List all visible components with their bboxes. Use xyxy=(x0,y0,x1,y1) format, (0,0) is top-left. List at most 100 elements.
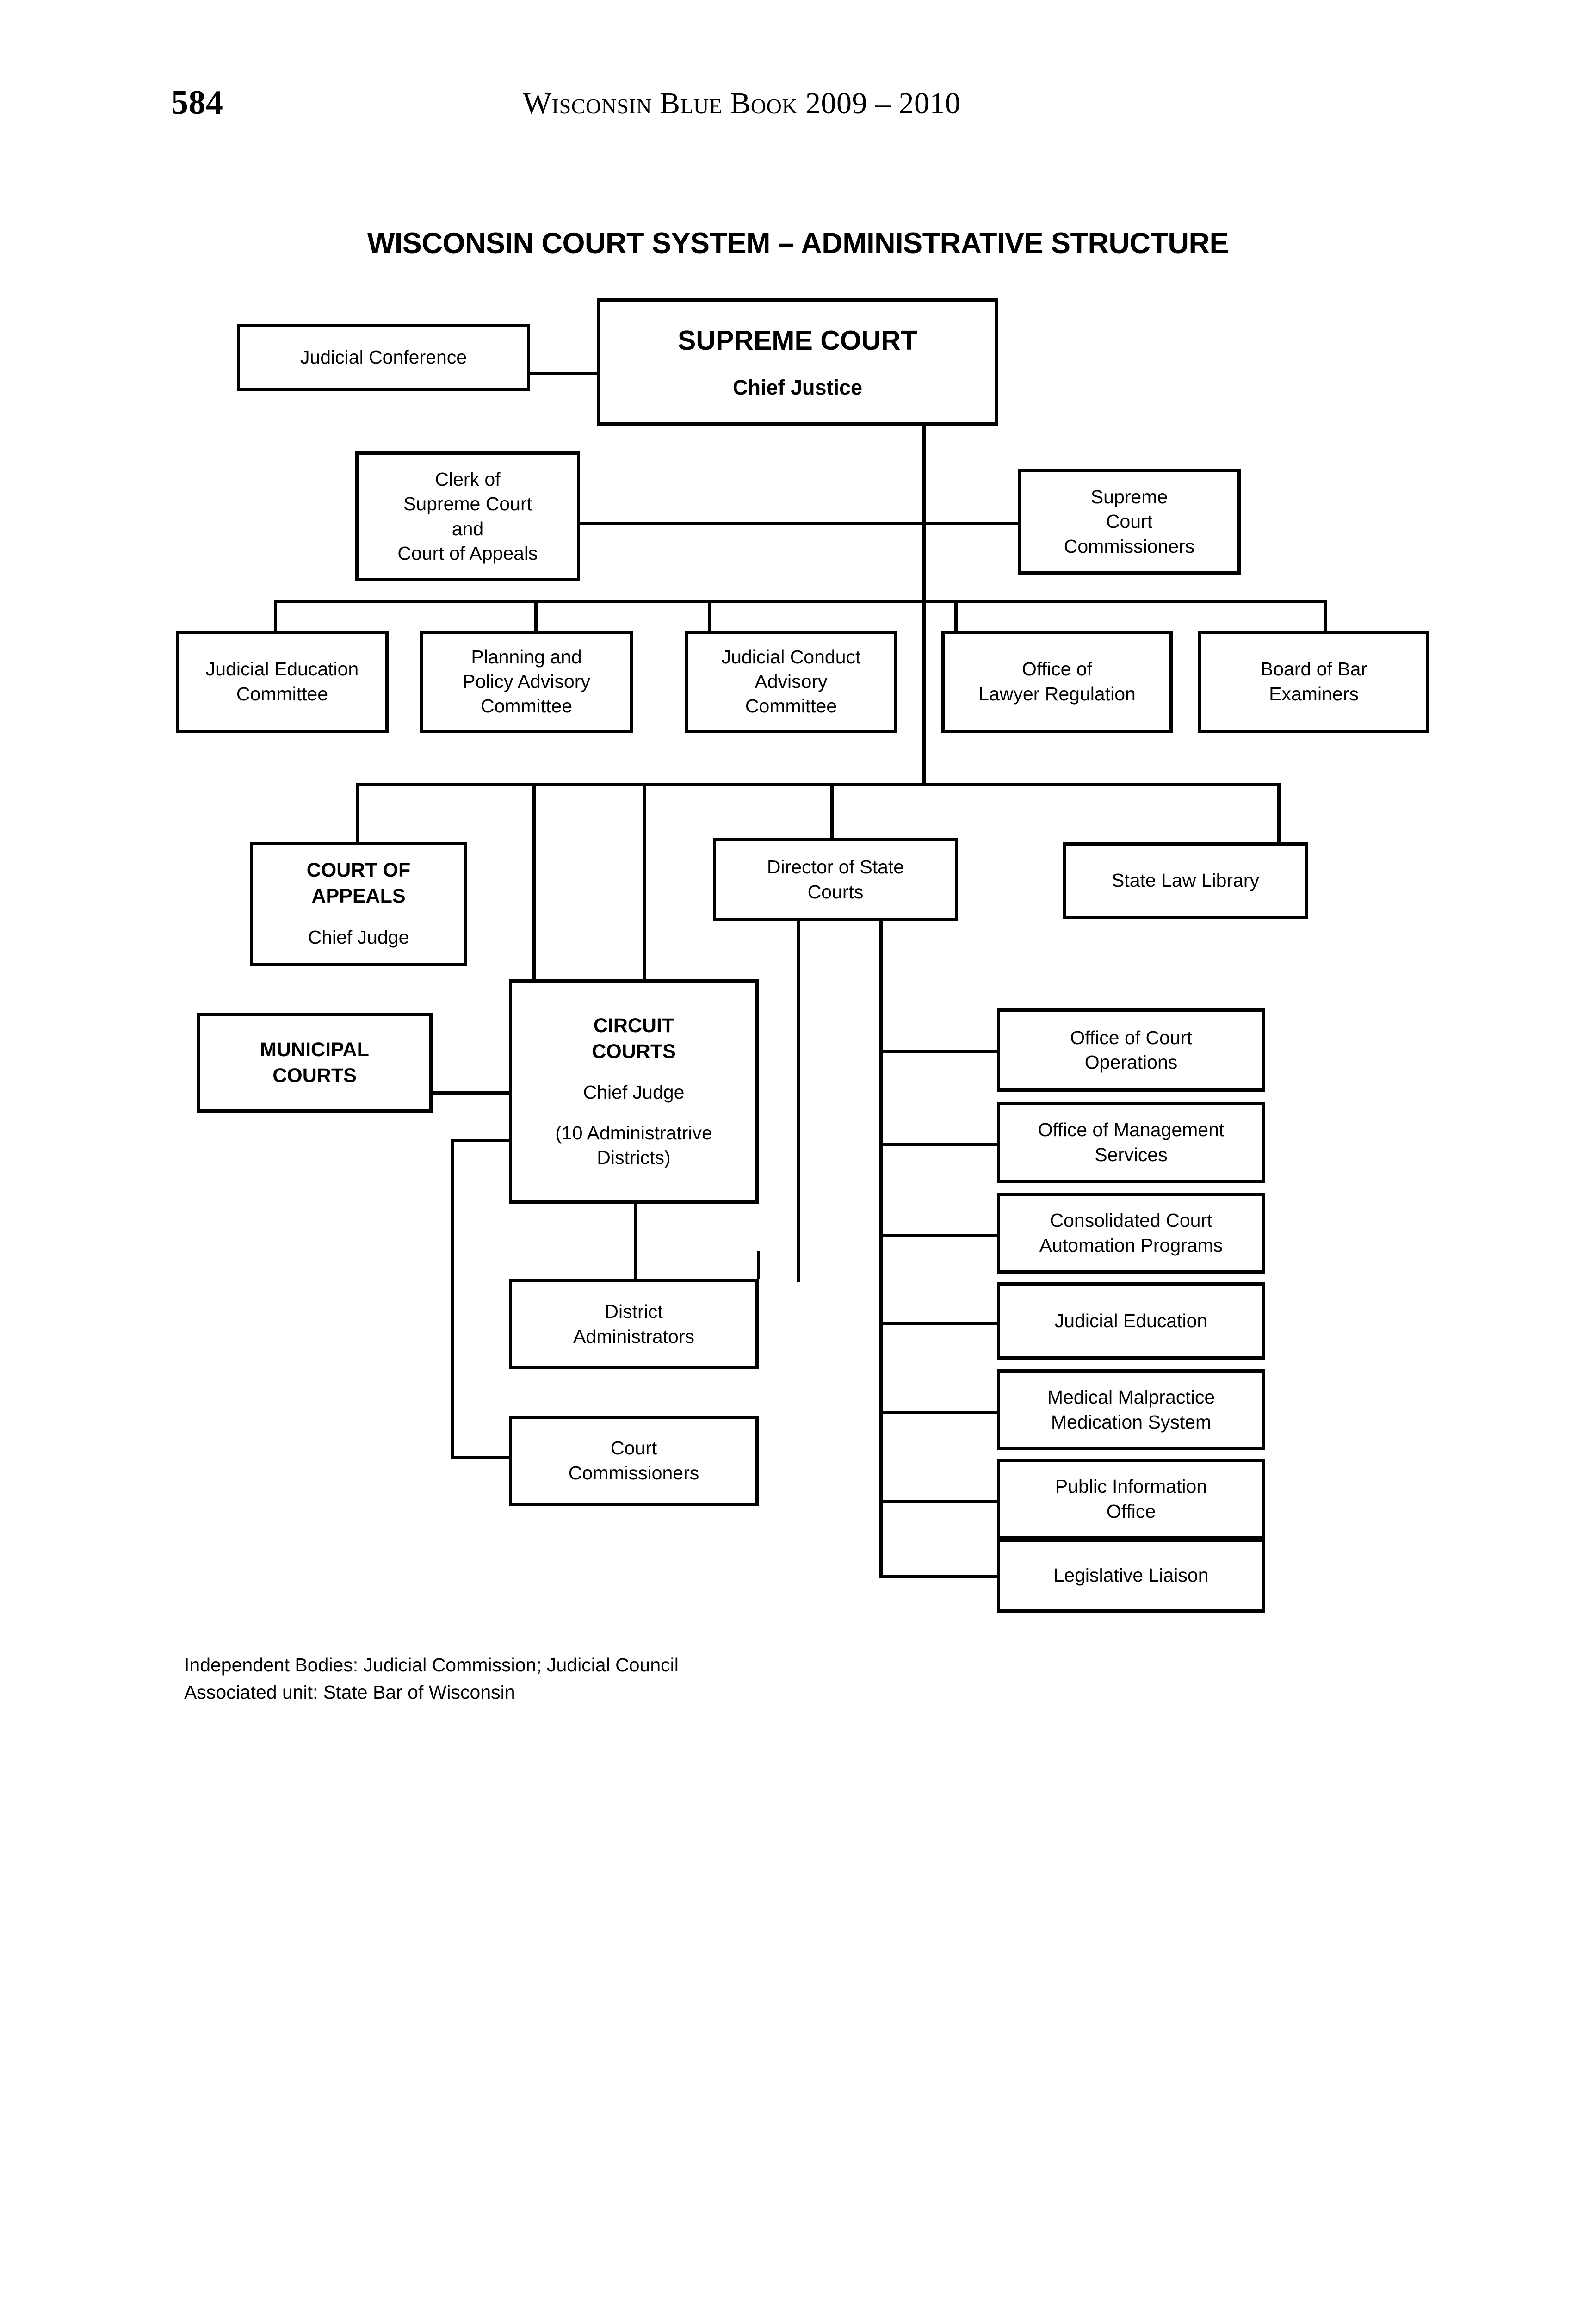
jec-line-1: Judicial Education xyxy=(205,658,359,680)
box-judicial-education[interactable]: Judicial Education xyxy=(997,1282,1265,1360)
connector-stub-medical-malpractice xyxy=(879,1411,997,1414)
chart-title: WISCONSIN COURT SYSTEM – ADMINISTRATIVE … xyxy=(367,227,1229,260)
circuit-line-1: CIRCUIT xyxy=(593,1014,674,1037)
connector-drop-appeals-right xyxy=(643,783,646,1095)
box-municipal-courts[interactable]: MUNICIPAL COURTS xyxy=(197,1013,433,1113)
coa-line-1: COURT OF xyxy=(306,859,411,882)
connector-director-to-district-admins xyxy=(797,921,800,1282)
box-planning-policy-committee[interactable]: Planning and Policy Advisory Committee xyxy=(420,631,633,733)
jcc-line-3: Committee xyxy=(745,695,837,717)
box-office-of-court-operations[interactable]: Office of Court Operations xyxy=(997,1008,1265,1092)
box-consolidated-court-automation[interactable]: Consolidated Court Automation Programs xyxy=(997,1193,1265,1274)
running-head: Wisconsin Blue Book 2009 – 2010 xyxy=(523,87,961,120)
circuit-line-2: COURTS xyxy=(592,1040,676,1063)
box-office-of-management-services[interactable]: Office of Management Services xyxy=(997,1102,1265,1183)
box-clerk-supreme-court-appeals[interactable]: Clerk of Supreme Court and Court of Appe… xyxy=(355,451,580,581)
box-board-of-bar-examiners[interactable]: Board of Bar Examiners xyxy=(1198,631,1429,733)
connector-drop-state-law-library xyxy=(1277,783,1281,842)
municipal-line-2: COURTS xyxy=(272,1064,357,1087)
olr-line-2: Lawyer Regulation xyxy=(978,683,1136,705)
court-commissioners-line-1: Court xyxy=(610,1437,657,1459)
page-header: 584 Wisconsin Blue Book 2009 – 2010 xyxy=(0,83,1596,134)
connector-offices-spine xyxy=(879,921,883,1578)
connector-committee-bus xyxy=(274,600,1327,603)
sc-commissioners-line-2: Court xyxy=(1106,511,1153,532)
connector-tier3-bus xyxy=(356,783,1281,786)
oms-line-1: Office of Management xyxy=(1038,1119,1225,1141)
connector-drop-court-of-appeals xyxy=(356,783,359,842)
pio-line-2: Office xyxy=(1106,1500,1156,1522)
olr-line-1: Office of xyxy=(1022,658,1092,680)
footnotes: Independent Bodies: Judicial Commission;… xyxy=(184,1651,679,1707)
ppc-line-3: Committee xyxy=(480,695,573,717)
sc-commissioners-line-1: Supreme xyxy=(1090,486,1168,508)
district-admins-line-2: Administrators xyxy=(573,1325,694,1347)
footnote-associated-unit: Associated unit: State Bar of Wisconsin xyxy=(184,1682,515,1703)
sc-commissioners-line-3: Commissioners xyxy=(1064,535,1195,557)
municipal-line-1: MUNICIPAL xyxy=(260,1038,369,1061)
clerk-line-4: Court of Appeals xyxy=(397,542,538,564)
legislative-liaison-label: Legislative Liaison xyxy=(1053,1565,1209,1586)
box-supreme-court[interactable]: SUPREME COURT Chief Justice xyxy=(597,298,998,426)
connector-drop-lawyer-regulation xyxy=(954,600,958,632)
state-law-library-label: State Law Library xyxy=(1111,870,1260,891)
box-medical-malpractice[interactable]: Medical Malpractice Medication System xyxy=(997,1369,1265,1450)
box-state-law-library[interactable]: State Law Library xyxy=(1063,842,1308,919)
connector-drop-circuit-courts xyxy=(532,783,536,979)
connector-conference-to-supreme xyxy=(530,372,597,375)
oco-line-1: Office of Court xyxy=(1070,1027,1192,1048)
circuit-line-3: Chief Judge xyxy=(583,1082,685,1103)
connector-stub-judicial-education xyxy=(879,1322,997,1325)
box-public-information-office[interactable]: Public Information Office xyxy=(997,1459,1265,1540)
box-court-of-appeals[interactable]: COURT OF APPEALS Chief Judge xyxy=(250,842,467,966)
supreme-court-title: SUPREME COURT xyxy=(678,325,917,356)
connector-stub-management-services xyxy=(879,1143,997,1146)
coa-line-2: APPEALS xyxy=(311,885,406,908)
footnote-independent-bodies: Independent Bodies: Judicial Commission;… xyxy=(184,1654,679,1676)
ppc-line-1: Planning and xyxy=(471,646,582,668)
connector-circuit-left-top xyxy=(451,1139,511,1142)
connector-supreme-spine xyxy=(922,426,926,786)
pio-line-1: Public Information xyxy=(1055,1476,1207,1497)
connector-left-to-court-commissioners xyxy=(451,1456,511,1459)
box-director-of-state-courts[interactable]: Director of State Courts xyxy=(713,838,958,921)
jcc-line-2: Advisory xyxy=(755,670,828,692)
ccap-line-1: Consolidated Court xyxy=(1050,1210,1212,1231)
judicial-conference-label: Judicial Conference xyxy=(300,346,467,368)
circuit-line-5: Districts) xyxy=(597,1147,671,1169)
supreme-court-role: Chief Justice xyxy=(732,375,863,399)
mmms-line-2: Medication System xyxy=(1051,1411,1212,1433)
box-district-administrators[interactable]: District Administrators xyxy=(509,1279,759,1369)
connector-stub-public-information xyxy=(879,1500,997,1503)
court-commissioners-line-2: Commissioners xyxy=(568,1462,699,1484)
connector-drop-judicial-education-committee xyxy=(274,600,277,632)
box-judicial-education-committee[interactable]: Judicial Education Committee xyxy=(176,631,389,733)
judicial-education-label: Judicial Education xyxy=(1054,1310,1208,1331)
connector-circuit-left-drop xyxy=(451,1139,454,1459)
director-line-2: Courts xyxy=(807,881,864,903)
mmms-line-1: Medical Malpractice xyxy=(1047,1386,1215,1408)
connector-stub-court-operations xyxy=(879,1050,997,1053)
box-judicial-conference[interactable]: Judicial Conference xyxy=(237,324,530,391)
connector-circuit-to-district-admins xyxy=(634,1203,637,1281)
district-admins-line-1: District xyxy=(605,1301,663,1323)
box-legislative-liaison[interactable]: Legislative Liaison xyxy=(997,1539,1265,1613)
clerk-line-2: Supreme Court xyxy=(403,493,532,515)
oco-line-2: Operations xyxy=(1084,1051,1178,1073)
bbe-line-1: Board of Bar xyxy=(1260,658,1367,680)
jcc-line-1: Judicial Conduct xyxy=(721,646,861,668)
ccap-line-2: Automation Programs xyxy=(1039,1234,1223,1256)
coa-line-3: Chief Judge xyxy=(308,927,409,948)
box-court-commissioners[interactable]: Court Commissioners xyxy=(509,1416,759,1506)
connector-clerk-to-commissioners xyxy=(580,522,1018,525)
connector-drop-bar-examiners xyxy=(1324,600,1327,632)
connector-drop-planning-committee xyxy=(534,600,538,632)
box-supreme-court-commissioners[interactable]: Supreme Court Commissioners xyxy=(1018,469,1241,575)
connector-district-admins-right xyxy=(757,1251,760,1279)
jec-line-2: Committee xyxy=(236,683,328,705)
box-office-lawyer-regulation[interactable]: Office of Lawyer Regulation xyxy=(941,631,1173,733)
box-judicial-conduct-committee[interactable]: Judicial Conduct Advisory Committee xyxy=(685,631,897,733)
box-circuit-courts[interactable]: CIRCUIT COURTS Chief Judge (10 Administr… xyxy=(509,979,759,1204)
clerk-line-1: Clerk of xyxy=(435,468,501,490)
